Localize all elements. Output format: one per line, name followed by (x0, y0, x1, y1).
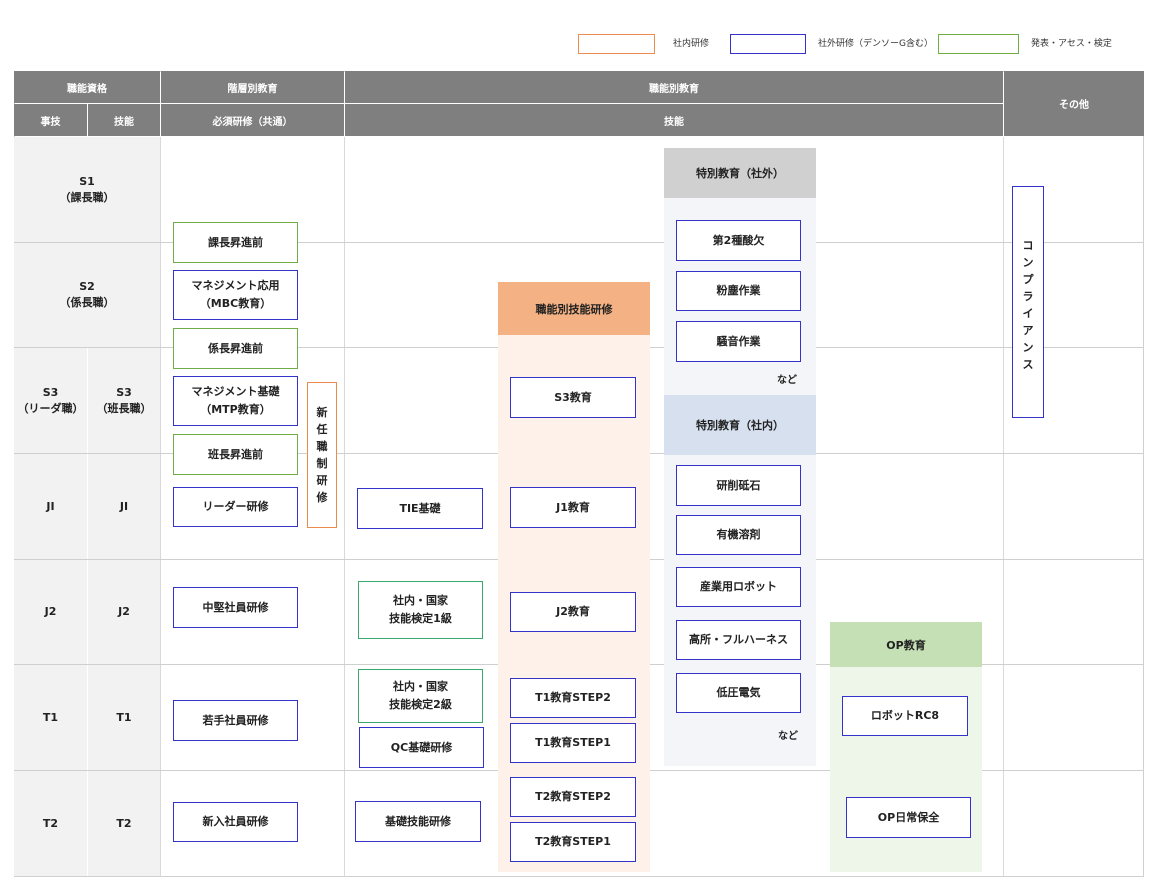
kacho-promotion-box: 課長昇進前 (173, 222, 298, 263)
grade-s2: S2 （係長職） (14, 243, 160, 347)
header-function-sub: 技能 (345, 104, 1003, 136)
t1-step1-box: T1教育STEP1 (510, 723, 636, 763)
row-divider (14, 242, 1144, 243)
qc-basic-box: QC基礎研修 (359, 727, 484, 768)
header-grade-tech: 事技 (14, 104, 87, 136)
grade-t2-skill: T2 (88, 771, 160, 876)
grade-j2-tech: J2 (14, 560, 87, 664)
compliance-char: ン (1022, 341, 1034, 354)
leader-training-box: リーダー研修 (173, 487, 298, 527)
compliance-char: ア (1022, 324, 1034, 337)
grade-s1: S1 （課長職） (14, 137, 160, 242)
op-title: OP教育 (830, 622, 982, 667)
header-other: その他 (1004, 71, 1144, 136)
j2-education-box: J2教育 (510, 592, 636, 632)
t1-step2-box: T1教育STEP2 (510, 678, 636, 718)
new-post-char: 修 (316, 491, 328, 504)
legend-internal-label: 社内研修 (673, 39, 710, 49)
kakaricho-promotion-box: 係長昇進前 (173, 328, 298, 369)
special-external-etc: など (777, 375, 797, 386)
t2-step2-box: T2教育STEP2 (510, 777, 636, 817)
header-grade-skill: 技能 (88, 104, 160, 136)
compliance-box: コ ン プ ラ イ ア ン ス (1012, 186, 1044, 418)
header-function: 職能別教育 (345, 71, 1003, 103)
compliance-char: ス (1022, 358, 1034, 371)
special-internal-item: 有機溶剤 (676, 515, 801, 555)
special-internal-item: 低圧電気 (676, 673, 801, 713)
t2-step1-box: T2教育STEP1 (510, 822, 636, 862)
tie-basic-box: TIE基礎 (357, 488, 483, 529)
j1-education-box: J1教育 (510, 487, 636, 528)
wakate-training-box: 若手社員研修 (173, 700, 298, 741)
divider-col-other (1003, 137, 1004, 877)
special-internal-item: 研削砥石 (676, 465, 801, 506)
grade-t1-tech: T1 (14, 665, 87, 770)
op-maintenance-box: OP日常保全 (846, 797, 971, 838)
grade-j2-skill: J2 (88, 560, 160, 664)
basic-skill-box: 基礎技能研修 (355, 801, 481, 842)
legend-presentation-label: 発表・アセス・検定 (1031, 39, 1112, 49)
special-external-item: 騒音作業 (676, 321, 801, 362)
mbc-training-box: マネジメント応用 （MBC教育） (173, 270, 298, 320)
grade-s3-tech: S3 （リーダ職） (14, 348, 87, 453)
special-internal-etc: など (778, 731, 798, 742)
divider-col-tier (160, 137, 161, 877)
grade-j1-tech: JI (14, 454, 87, 559)
compliance-char: コ (1022, 239, 1034, 252)
divider-col-function (344, 137, 345, 877)
compliance-char: イ (1022, 307, 1034, 320)
header-tier-sub: 必須研修（共通） (161, 104, 344, 136)
special-internal-item: 産業用ロボット (676, 567, 801, 607)
special-external-item: 粉塵作業 (676, 271, 801, 311)
compliance-char: ン (1022, 256, 1034, 269)
grade-t2-tech: T2 (14, 771, 87, 876)
chuken-training-box: 中堅社員研修 (173, 587, 298, 628)
grade-t1-skill: T1 (88, 665, 160, 770)
new-post-char: 制 (316, 457, 328, 470)
new-post-training-box: 新 任 職 制 研 修 (307, 382, 337, 528)
skill-test-level2-box: 社内・国家 技能検定2級 (358, 669, 483, 723)
robot-rc8-box: ロボットRC8 (842, 696, 968, 736)
grade-s3-skill: S3 （班長職） (88, 348, 160, 453)
shinnyu-training-box: 新入社員研修 (173, 802, 298, 842)
grade-j1-skill: JI (88, 454, 160, 559)
functional-skill-title: 職能別技能研修 (498, 282, 650, 335)
special-external-title: 特別教育（社外） (664, 148, 816, 198)
mtp-training-box: マネジメント基礎 （MTP教育） (173, 376, 298, 426)
legend-presentation-swatch (938, 34, 1019, 54)
new-post-char: 職 (316, 440, 328, 453)
s3-education-box: S3教育 (510, 377, 636, 418)
header-grade: 職能資格 (14, 71, 160, 103)
new-post-char: 新 (316, 406, 328, 419)
special-external-item: 第2種酸欠 (676, 220, 801, 261)
skill-test-level1-box: 社内・国家 技能検定1級 (358, 581, 483, 639)
special-internal-item: 高所・フルハーネス (676, 620, 801, 660)
legend-internal-swatch (578, 34, 655, 54)
new-post-char: 研 (316, 474, 328, 487)
special-internal-title: 特別教育（社内） (664, 395, 816, 455)
legend-external-label: 社外研修（デンソーG含む） (818, 39, 933, 49)
compliance-char: プ (1022, 273, 1034, 286)
hancho-promotion-box: 班長昇進前 (173, 434, 298, 475)
header-tier: 階層別教育 (161, 71, 344, 103)
compliance-char: ラ (1022, 290, 1034, 303)
new-post-char: 任 (316, 423, 328, 436)
legend-external-swatch (730, 34, 806, 54)
